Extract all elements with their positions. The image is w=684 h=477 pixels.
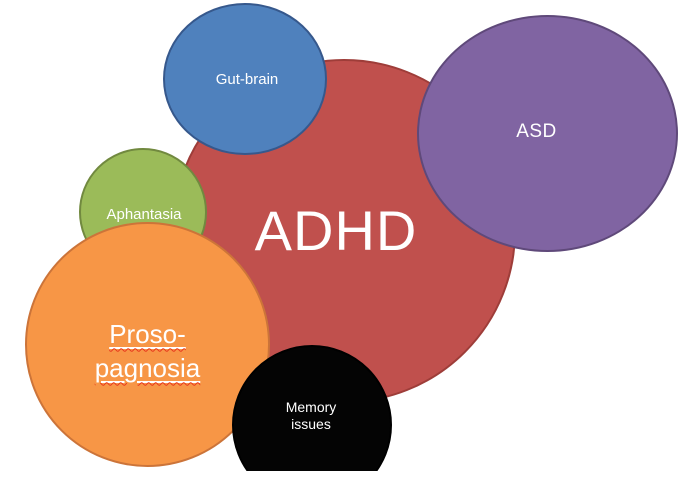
bubble-adhd-label: ADHD (254, 198, 418, 262)
bubble-gut-brain: Gut-brain (163, 3, 327, 155)
prosopagnosia-label-line2: pagnosia (94, 352, 201, 383)
bubble-prosopagnosia: Proso- pagnosia (25, 222, 270, 467)
bubble-memory-issues-label: Memory issues (286, 399, 337, 433)
bubble-memory-issues: Memory issues (232, 345, 392, 471)
memory-issues-label-line1: Memory (285, 399, 337, 415)
bubble-aphantasia-label: Aphantasia (106, 205, 182, 223)
bubble-prosopagnosia-label: Proso- pagnosia (95, 317, 201, 385)
bubble-gut-brain-label: Gut-brain (215, 70, 279, 88)
memory-issues-label-line2: issues (291, 416, 331, 432)
bubble-asd-label: ASD (516, 120, 557, 142)
bubble-asd: ASD (417, 15, 678, 252)
prosopagnosia-label-line1: Proso- (109, 318, 186, 349)
